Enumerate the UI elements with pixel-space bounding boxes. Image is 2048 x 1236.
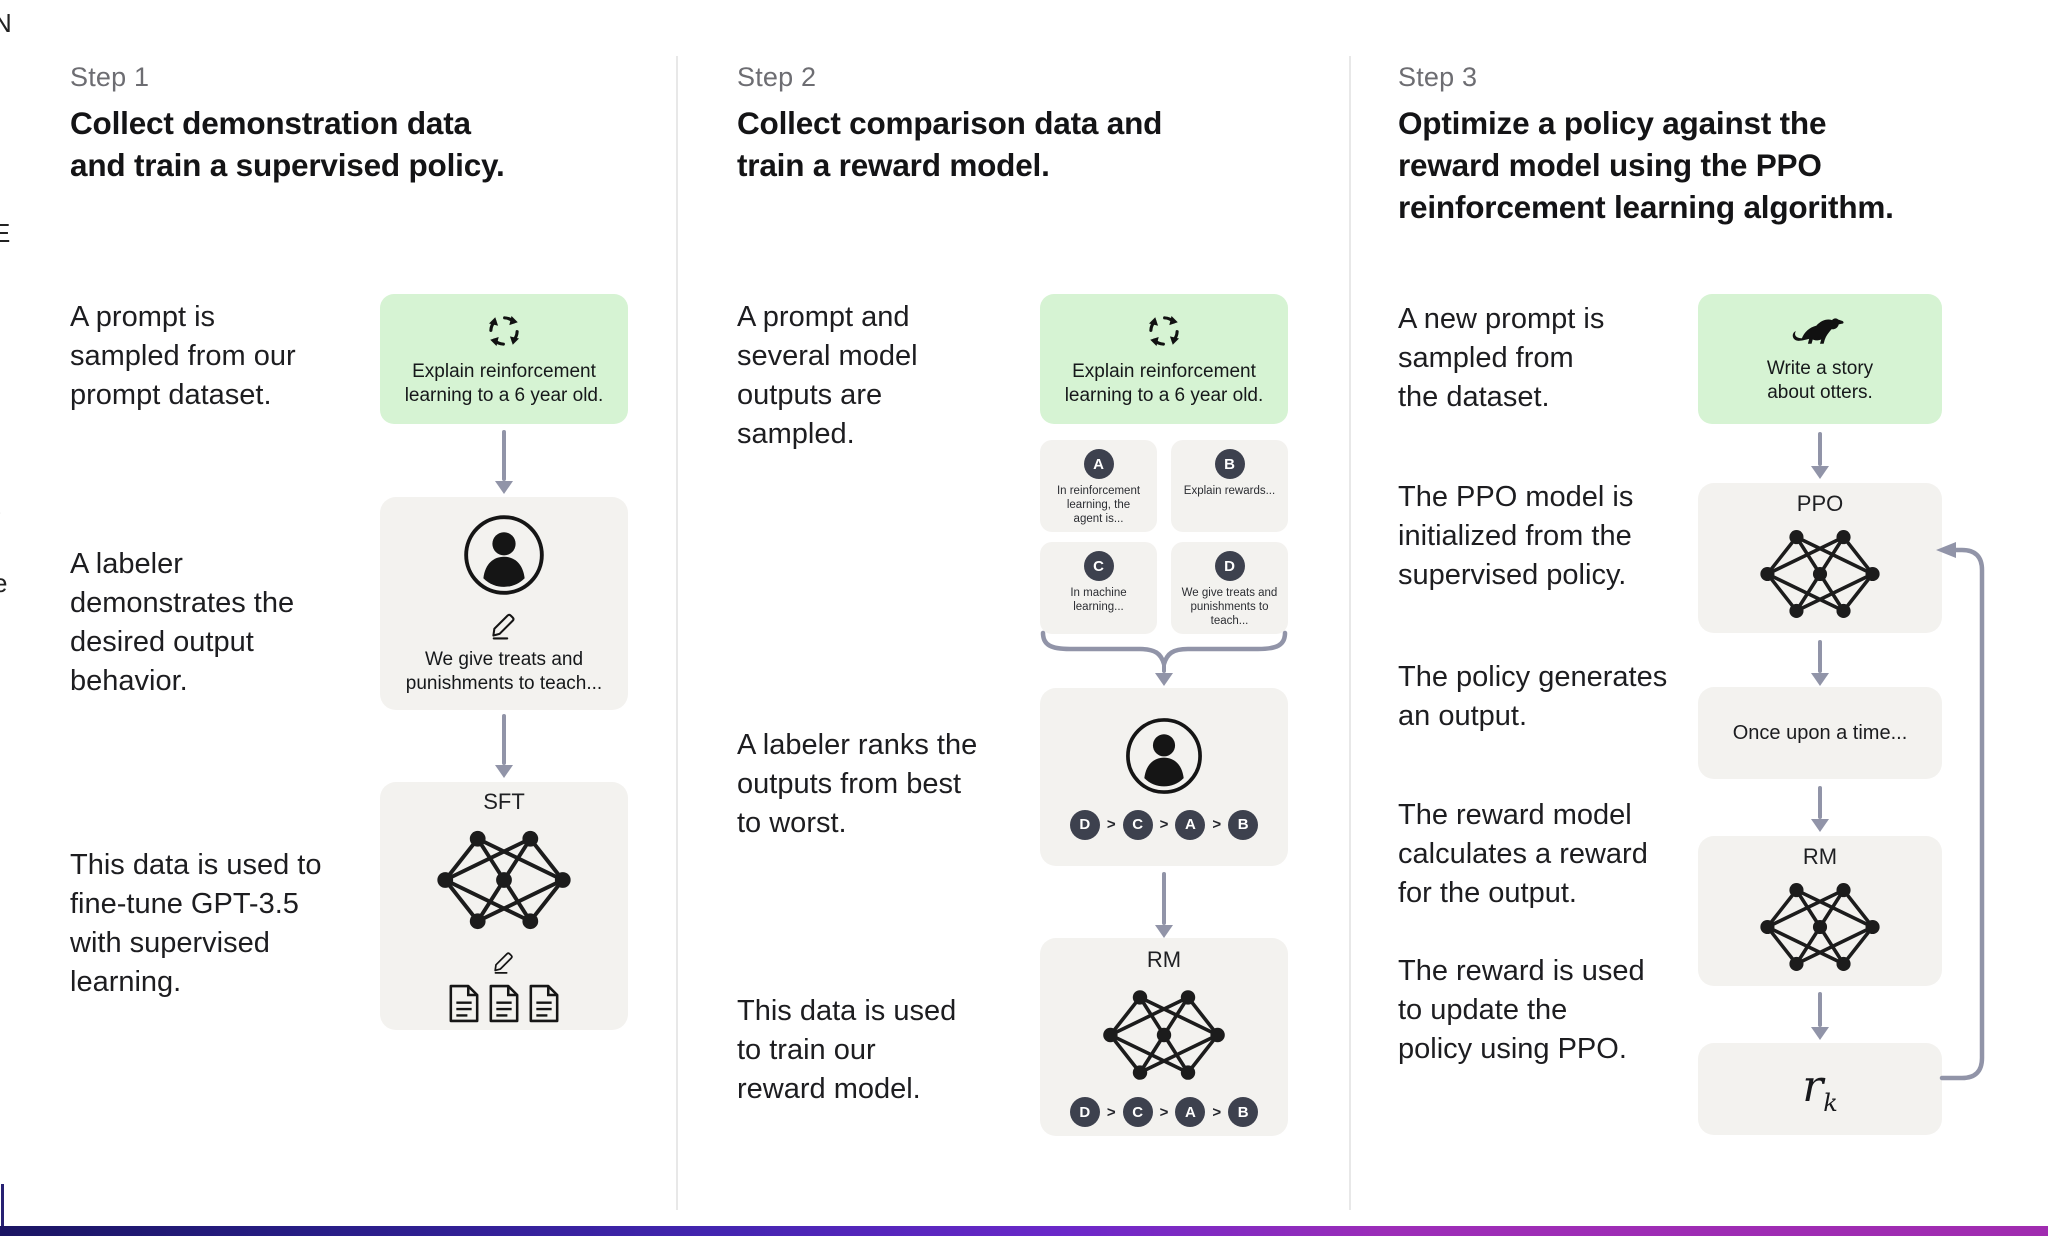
step2-prompt-box: Explain reinforcement learning to a 6 ye… [1040,294,1288,424]
document-icon [447,983,481,1024]
output-text-c: In machine learning... [1070,587,1127,613]
sampling-cycle-icon [484,311,524,351]
down-arrow [1818,432,1822,466]
reward-feedback-loop-arrow [1936,542,1985,1081]
step3-reward-value-box: rk [1698,1043,1942,1135]
step1-prompt-box: Explain reinforcement learning to a 6 ye… [380,294,628,424]
column-divider [1349,56,1351,1210]
rank-chip: B [1228,809,1259,840]
rank-chip: A [1175,1097,1206,1127]
rank-chip: C [1122,809,1153,840]
ranking-row: D > C > A > B [1069,1097,1259,1127]
edge-text-artifact: E [0,218,11,248]
rank-separator: > [1106,1103,1116,1121]
rank-separator: > [1106,816,1116,833]
step1-label: Step 1 [70,62,150,92]
step3-reward-model-box: RM [1698,836,1942,986]
step2-labeler-ranking-box: D > C > A > B [1040,688,1288,866]
output-badge-b: B [1214,449,1245,479]
down-arrow [1818,786,1822,819]
output-card-c: C In machine learning... [1040,542,1157,634]
step1-caption-finetune: This data is used to fine-tune GPT-3.5 w… [70,849,322,998]
step3-label: Step 3 [1398,62,1478,92]
ppo-label: PPO [1796,491,1844,516]
documents-row [447,983,561,1024]
rank-separator: > [1212,816,1222,833]
step3-ppo-model-box: PPO [1698,483,1942,633]
output-text-a: In reinforcement learning, the agent is.… [1056,485,1141,525]
edge-text-artifact: N [0,8,12,38]
rank-chip: B [1228,1097,1259,1127]
rank-chip: C [1122,1097,1153,1127]
step3-caption-new-prompt: A new prompt is sampled from the dataset… [1398,303,1605,413]
step3-caption-update-policy: The reward is used to update the policy … [1398,955,1645,1065]
edge-text-artifact: e [0,568,8,598]
left-edge-artifact [1,1184,4,1228]
output-card-d: D We give treats and punishments to teac… [1171,542,1288,634]
rank-chip: D [1069,809,1100,840]
labeler-person-icon [1123,715,1205,797]
rm-label: RM [1146,947,1182,972]
sampling-cycle-icon [1144,311,1184,351]
pencil-icon [486,605,522,641]
column-divider [676,56,678,1210]
rank-separator: > [1159,816,1169,833]
step2-prompt-text: Explain reinforcement learning to a 6 ye… [1064,360,1264,406]
neural-network-icon [1094,983,1234,1087]
down-arrow [1818,992,1822,1027]
step2-caption-train-rm: This data is used to train our reward mo… [737,995,957,1105]
step2-caption-ranks: A labeler ranks the outputs from best to… [737,729,978,839]
step3-output-box: Once upon a time... [1698,687,1942,779]
output-badge-c: C [1083,551,1114,581]
neural-network-icon [1752,876,1888,978]
document-icon [527,983,561,1024]
bottom-gradient-bar [0,1226,2048,1236]
step3-caption-policy-output: The policy generates an output. [1398,661,1668,732]
down-arrow [502,430,506,481]
neural-network-icon [1752,523,1888,625]
output-card-b: B Explain rewards... [1171,440,1288,532]
step1-caption-prompt: A prompt is sampled from our prompt data… [70,301,296,411]
step3-caption-rm-reward: The reward model calculates a reward for… [1398,799,1648,909]
output-badge-a: A [1083,449,1114,479]
down-arrow [1162,658,1166,673]
step1-sft-model-box: SFT [380,782,628,1030]
output-card-a: A In reinforcement learning, the agent i… [1040,440,1157,532]
document-icon [487,983,521,1024]
step3-heading: Optimize a policy against the reward mod… [1398,105,1894,225]
rank-separator: > [1212,1103,1222,1121]
rank-chip: A [1175,809,1206,840]
output-text-b: Explain rewards... [1183,485,1276,497]
output-badge-d: D [1214,551,1245,581]
step2-label: Step 2 [737,62,817,92]
step1-heading: Collect demonstration data and train a s… [70,105,505,183]
down-arrow [502,714,506,765]
rank-chip: D [1069,1097,1100,1127]
step3-prompt-box: Write a story about otters. [1698,294,1942,424]
step3-caption-ppo-init: The PPO model is initialized from the su… [1398,481,1634,591]
reward-value-label: rk [1802,1061,1838,1117]
step1-caption-labeler: A labeler demonstrates the desired outpu… [70,548,295,697]
labeler-person-icon [461,512,547,598]
step1-labeler-box: We give treats and punishments to teach.… [380,497,628,710]
down-arrow [1818,640,1822,673]
step1-demonstration-text: We give treats and punishments to teach.… [405,648,603,694]
rm-label: RM [1802,844,1838,869]
pencil-icon [489,945,519,975]
neural-network-icon [429,823,579,937]
otter-icon [1791,314,1849,348]
down-arrow [1162,872,1166,925]
step3-prompt-text: Write a story about otters. [1766,357,1874,403]
step2-heading: Collect comparison data and train a rewa… [737,105,1163,183]
step1-prompt-text: Explain reinforcement learning to a 6 ye… [404,360,604,406]
output-text-d: We give treats and punishments to teach.… [1181,587,1278,627]
step2-caption-sampled: A prompt and several model outputs are s… [737,301,918,450]
step2-reward-model-box: RM D > C > A > B [1040,938,1288,1136]
ranking-row: D > C > A > B [1069,809,1259,840]
policy-output-text: Once upon a time... [1732,721,1908,744]
rank-separator: > [1159,1103,1169,1121]
sft-label: SFT [483,788,525,814]
